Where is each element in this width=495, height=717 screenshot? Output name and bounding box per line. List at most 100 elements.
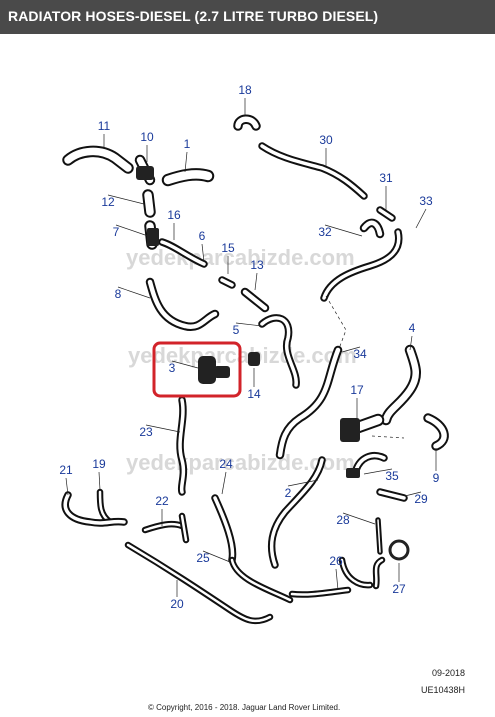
hose-core bbox=[425, 415, 447, 449]
callout-number-13: 13 bbox=[250, 258, 264, 272]
callout-leader bbox=[184, 151, 188, 173]
callout-number-25: 25 bbox=[196, 551, 210, 565]
callout-number-33: 33 bbox=[419, 194, 433, 208]
pipe-coupling bbox=[340, 418, 360, 442]
callout-number-5: 5 bbox=[233, 323, 240, 337]
hose-core bbox=[269, 458, 324, 567]
hose-core bbox=[361, 220, 383, 237]
dashed-route bbox=[371, 435, 405, 439]
callout-number-2: 2 bbox=[285, 486, 292, 500]
footer-ref: UE10438H bbox=[420, 685, 465, 695]
callout-number-31: 31 bbox=[379, 171, 393, 185]
callout-leader bbox=[145, 424, 181, 433]
callout-number-9: 9 bbox=[433, 471, 440, 485]
hose-core bbox=[63, 493, 126, 525]
hose-drawings bbox=[61, 114, 449, 625]
hose-connector bbox=[136, 166, 154, 180]
watermark-2: yedekparcabizde.com bbox=[128, 343, 357, 368]
hose-core bbox=[374, 558, 384, 588]
hose-core bbox=[64, 147, 132, 172]
footer-date: 09-2018 bbox=[431, 668, 465, 678]
thermostat-outlet bbox=[214, 366, 230, 378]
callout-number-8: 8 bbox=[115, 287, 122, 301]
callout-number-30: 30 bbox=[319, 133, 333, 147]
callout-number-23: 23 bbox=[139, 425, 153, 439]
callout-leader bbox=[404, 491, 422, 497]
callout-number-11: 11 bbox=[98, 119, 111, 133]
hose-core bbox=[143, 522, 184, 532]
hose-core bbox=[230, 558, 292, 602]
hose-core bbox=[160, 240, 206, 266]
hose-core bbox=[144, 191, 154, 216]
callout-number-15: 15 bbox=[221, 241, 235, 255]
callout-number-3: 3 bbox=[169, 361, 176, 375]
hose-core bbox=[242, 289, 268, 311]
callout-number-28: 28 bbox=[336, 513, 350, 527]
callout-number-34: 34 bbox=[353, 347, 367, 361]
callout-leader bbox=[342, 512, 376, 525]
callout-number-22: 22 bbox=[155, 494, 169, 508]
callout-number-1: 1 bbox=[184, 137, 191, 151]
callout-leader bbox=[409, 335, 413, 351]
callout-leader bbox=[117, 286, 151, 299]
callout-number-6: 6 bbox=[199, 229, 206, 243]
watermark-1: yedekparcabizde.com bbox=[126, 245, 355, 270]
hose-core bbox=[322, 230, 401, 300]
callout-number-10: 10 bbox=[140, 130, 154, 144]
callout-leader bbox=[171, 360, 199, 369]
callout-number-21: 21 bbox=[59, 463, 73, 477]
callout-number-17: 17 bbox=[350, 383, 364, 397]
callout-leader bbox=[335, 568, 339, 591]
t-piece bbox=[147, 228, 159, 246]
callout-leaders bbox=[65, 98, 437, 597]
callout-number-35: 35 bbox=[385, 469, 399, 483]
callout-number-29: 29 bbox=[414, 492, 428, 506]
callout-number-4: 4 bbox=[409, 321, 416, 335]
dashed-route bbox=[325, 295, 347, 347]
callout-number-20: 20 bbox=[170, 597, 184, 611]
callout-number-19: 19 bbox=[92, 457, 106, 471]
callout-leader bbox=[115, 224, 149, 237]
hose-core bbox=[340, 558, 372, 587]
callout-number-24: 24 bbox=[219, 457, 233, 471]
callout-leader bbox=[363, 468, 393, 475]
hose-core bbox=[277, 347, 341, 458]
parts-diagram: yedekparcabizde.com yedekparcabizde.com … bbox=[59, 83, 449, 625]
callout-number-12: 12 bbox=[101, 195, 115, 209]
callout-number-27: 27 bbox=[392, 582, 406, 596]
callout-leader bbox=[221, 471, 227, 495]
callout-leader bbox=[65, 477, 69, 496]
diagram-title: RADIATOR HOSES-DIESEL (2.7 LITRE TURBO D… bbox=[8, 8, 379, 24]
hose-core bbox=[382, 346, 419, 424]
sensor-fitting bbox=[248, 352, 260, 366]
hose-core bbox=[378, 490, 406, 500]
hose-core bbox=[180, 514, 188, 542]
callout-leader bbox=[254, 272, 258, 291]
callout-number-16: 16 bbox=[167, 208, 181, 222]
hose-core bbox=[260, 316, 298, 387]
callout-number-32: 32 bbox=[318, 225, 332, 239]
hose-core bbox=[377, 519, 381, 553]
callout-leader bbox=[202, 550, 231, 563]
callout-number-14: 14 bbox=[247, 387, 261, 401]
highlight-box bbox=[152, 341, 242, 398]
hose-core bbox=[235, 116, 259, 129]
hose-clamp bbox=[388, 539, 410, 561]
title-bar: RADIATOR HOSES-DIESEL (2.7 LITRE TURBO D… bbox=[0, 0, 495, 34]
hose-core bbox=[147, 279, 218, 330]
hose-core bbox=[260, 144, 366, 198]
hose-core bbox=[378, 208, 394, 220]
callout-labels: 1234567891011121314151617181920212223242… bbox=[59, 83, 439, 611]
thermostat-housing bbox=[198, 356, 216, 384]
hose-outline bbox=[228, 556, 294, 604]
hose-core bbox=[220, 278, 234, 287]
hose-core bbox=[213, 496, 235, 562]
clip-35 bbox=[346, 468, 360, 478]
callout-leader bbox=[201, 243, 205, 263]
hose-core bbox=[290, 588, 350, 596]
callout-leader bbox=[341, 346, 361, 353]
callout-number-7: 7 bbox=[113, 225, 120, 239]
callout-leader bbox=[287, 479, 319, 487]
hose-core bbox=[178, 398, 186, 494]
callout-leader bbox=[324, 224, 363, 237]
